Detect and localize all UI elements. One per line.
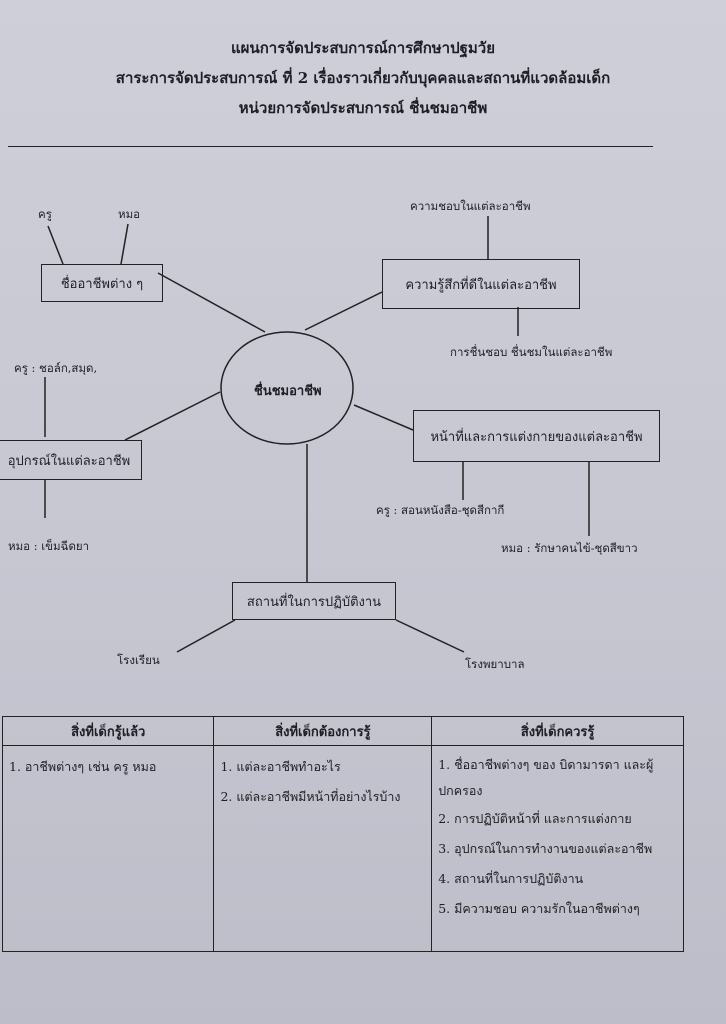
node-tools: อุปกรณ์ในแต่ละอาชีพ bbox=[0, 440, 142, 480]
connector-names bbox=[157, 272, 266, 333]
header-unit: หน่วยการจัดประสบการณ์ ชื่นชมอาชีพ bbox=[238, 99, 488, 117]
center-topic: ชื่นชมอาชีพ bbox=[254, 384, 322, 399]
connector-tools bbox=[124, 391, 221, 441]
node-places-child: โรงเรียน bbox=[117, 653, 160, 667]
connector-names-kru bbox=[47, 225, 64, 265]
list-item: 5. มีความชอบ ความรักในอาชีพต่างๆ bbox=[438, 901, 640, 916]
node-names-label: ชื่ออาชีพต่าง ๆ bbox=[60, 276, 144, 292]
node-feelings-label: ความรู้สึกที่ดีในแต่ละอาชีพ bbox=[405, 277, 557, 293]
table-cell-should: 1. ชื่ออาชีพต่างๆ ของ บิดามารดา และผู้ปก… bbox=[431, 745, 684, 952]
node-names: ชื่ออาชีพต่าง ๆ bbox=[41, 264, 163, 302]
table-header: สิ่งที่เด็กควรรู้ bbox=[431, 716, 684, 746]
list-item: 2. การปฏิบัติหน้าที่ และการแต่งกาย bbox=[438, 811, 632, 826]
connector-places-hospital bbox=[395, 619, 465, 653]
header-rule bbox=[8, 146, 653, 147]
connector-places-school bbox=[176, 619, 236, 653]
node-names-child: ครู bbox=[38, 207, 52, 221]
node-places-label: สถานที่ในการปฏิบัติงาน bbox=[246, 594, 382, 610]
node-tools-label: อุปกรณ์ในแต่ละอาชีพ bbox=[7, 453, 131, 469]
connector-names-mor bbox=[120, 223, 129, 265]
header-subject: สาระการจัดประสบการณ์ ที่ 2 เรื่องราวเกี่… bbox=[115, 69, 611, 87]
connector-duties bbox=[353, 404, 414, 431]
table-header-row: สิ่งที่เด็กรู้แล้ว สิ่งที่เด็กต้องการรู้… bbox=[1, 716, 684, 746]
node-feelings: ความรู้สึกที่ดีในแต่ละอาชีพ bbox=[382, 259, 580, 309]
node-places: สถานที่ในการปฏิบัติงาน bbox=[232, 582, 396, 620]
list-item: 1. แต่ละอาชีพทำอะไร bbox=[220, 759, 341, 774]
list-item: 1. อาชีพต่างๆ เช่น ครู หมอ bbox=[9, 759, 157, 774]
table-header: สิ่งที่เด็กรู้แล้ว bbox=[1, 716, 215, 746]
node-tools-child: ครู : ชอล์ก,สมุด, bbox=[14, 361, 98, 375]
list-item: 4. สถานที่ในการปฏิบัติงาน bbox=[438, 871, 584, 886]
node-names-child: หมอ bbox=[118, 207, 141, 221]
list-item: 2. แต่ละอาชีพมีหน้าที่อย่างไรบ้าง bbox=[220, 789, 401, 804]
node-feelings-child: การชื่นชอบ ชื่นชมในแต่ละอาชีพ bbox=[450, 345, 613, 359]
table-cell-known: 1. อาชีพต่างๆ เช่น ครู หมอ bbox=[1, 745, 215, 952]
table-cell-want: 1. แต่ละอาชีพทำอะไร 2. แต่ละอาชีพมีหน้าท… bbox=[213, 745, 433, 952]
node-places-child: โรงพยาบาล bbox=[465, 657, 525, 671]
learning-table: สิ่งที่เด็กรู้แล้ว สิ่งที่เด็กต้องการรู้… bbox=[1, 716, 684, 952]
list-item: 1. ชื่ออาชีพต่างๆ ของ บิดามารดา และผู้ปก… bbox=[438, 757, 654, 798]
header-title: แผนการจัดประสบการณ์การศึกษาปฐมวัย bbox=[231, 39, 495, 57]
node-duties-child: ครู : สอนหนังสือ-ชุดสีกากี bbox=[376, 503, 505, 517]
table-row: 1. อาชีพต่างๆ เช่น ครู หมอ 1. แต่ละอาชีพ… bbox=[1, 745, 684, 952]
list-item: 3. อุปกรณ์ในการทำงานของแต่ละอาชีพ bbox=[438, 841, 653, 856]
mind-map-lines bbox=[44, 216, 590, 653]
node-duties: หน้าที่และการแต่งกายของแต่ละอาชีพ bbox=[413, 410, 660, 462]
table-header: สิ่งที่เด็กต้องการรู้ bbox=[213, 716, 433, 746]
node-duties-label: หน้าที่และการแต่งกายของแต่ละอาชีพ bbox=[430, 429, 643, 445]
connector-feelings bbox=[304, 291, 383, 331]
node-tools-child: หมอ : เข็มฉีดยา bbox=[8, 539, 90, 553]
node-duties-child: หมอ : รักษาคนไข้-ชุดสีขาว bbox=[501, 541, 638, 555]
center-ellipse bbox=[220, 331, 354, 445]
node-feelings-child: ความชอบในแต่ละอาชีพ bbox=[410, 199, 531, 213]
